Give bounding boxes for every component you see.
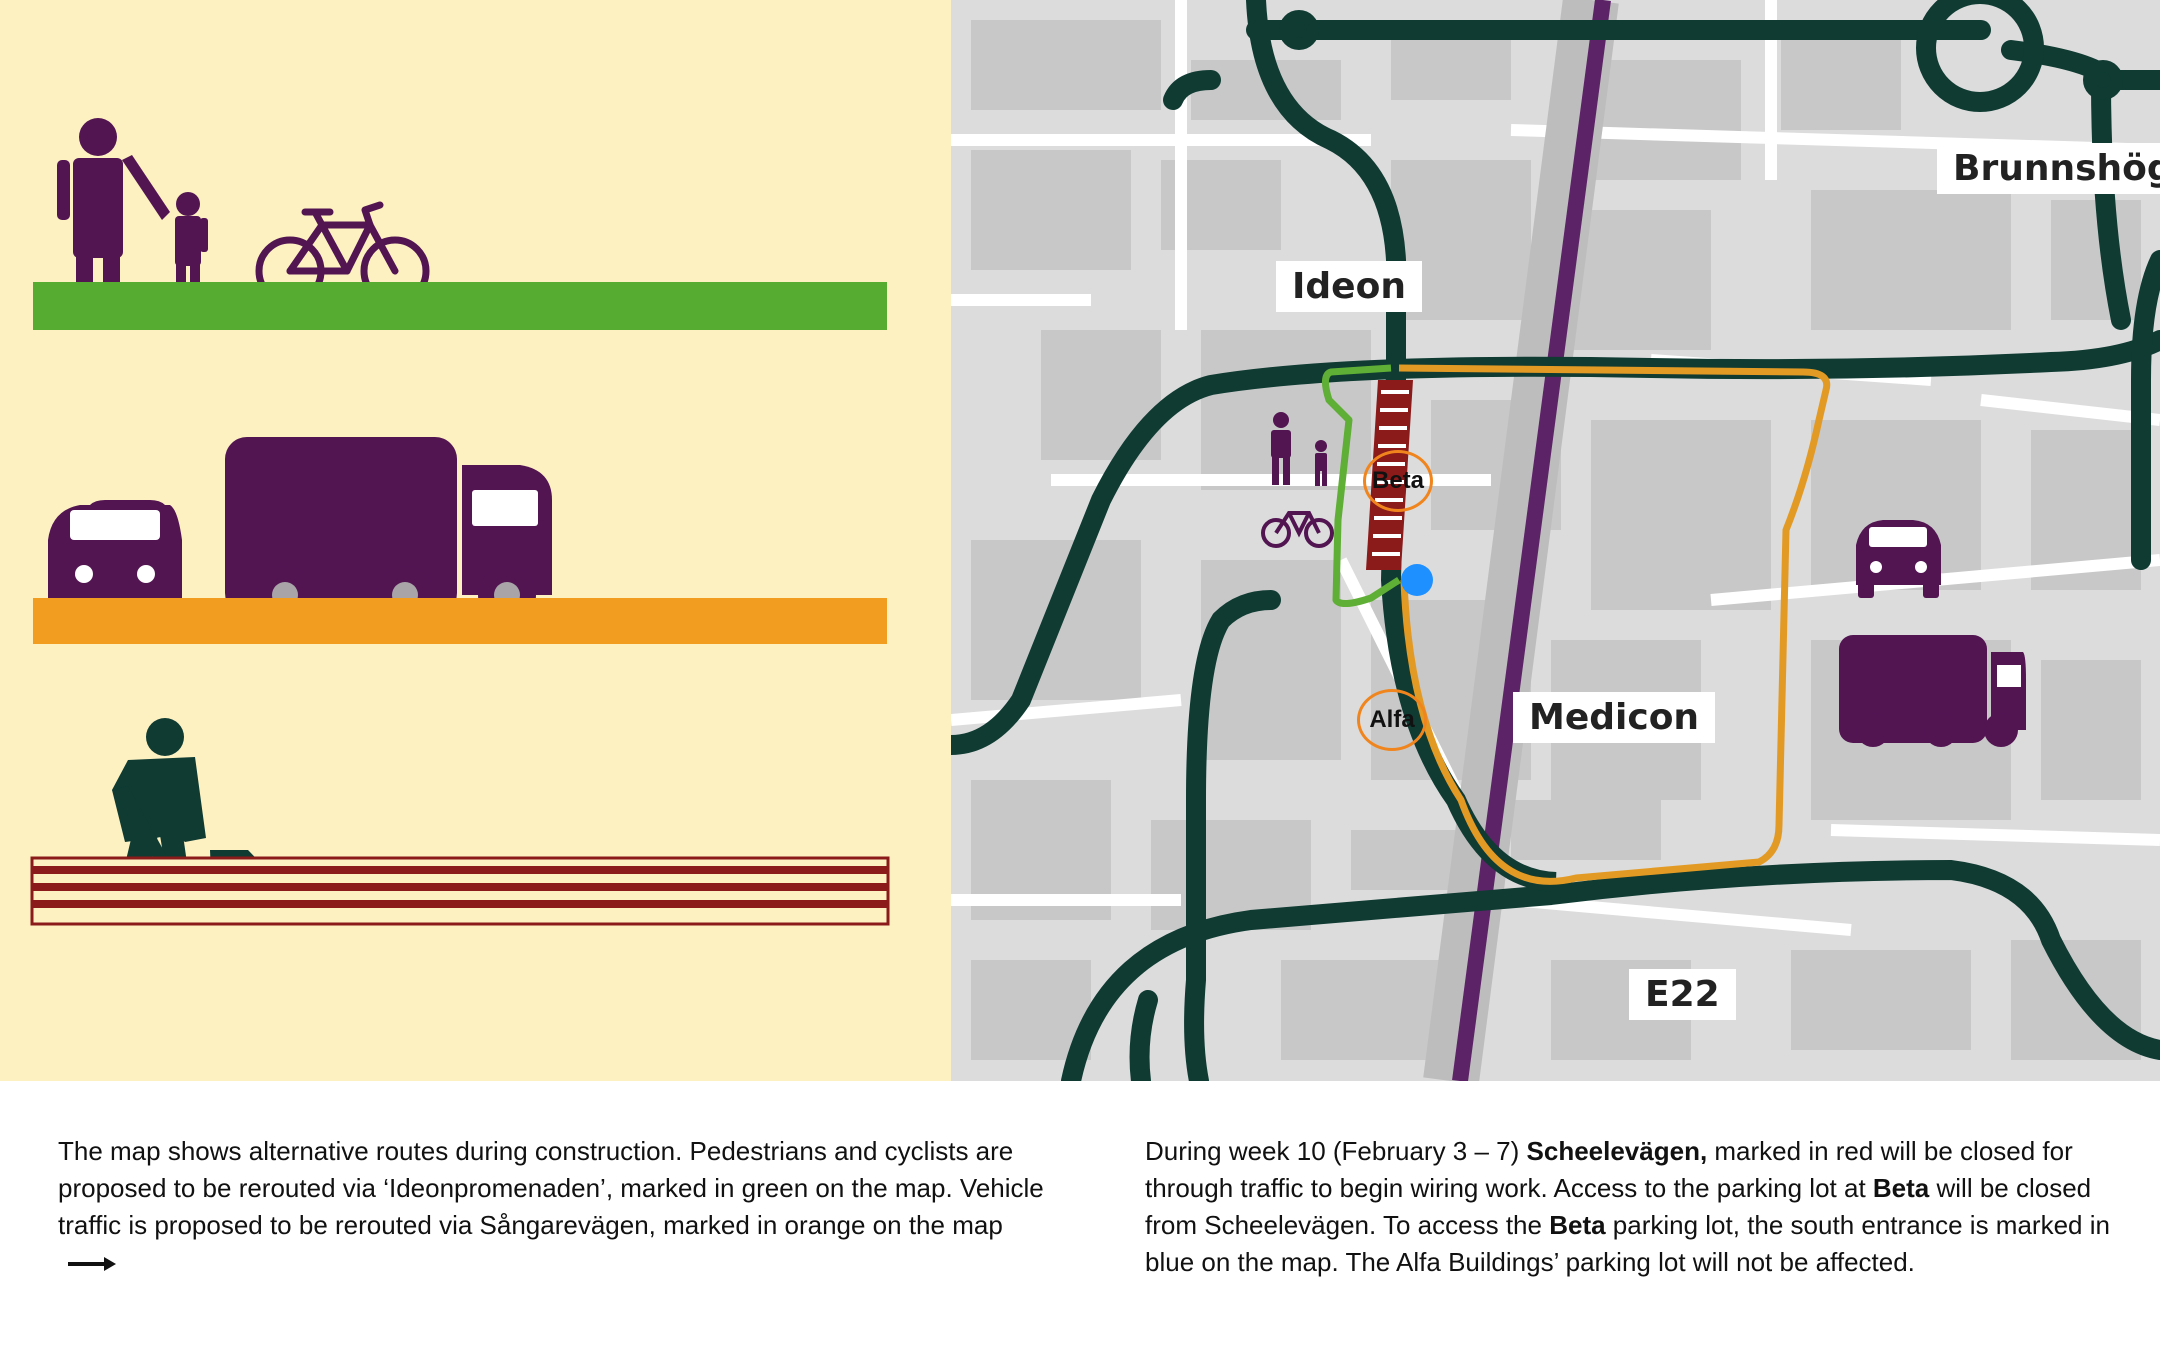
place-label-ideon: Ideon — [1276, 261, 1422, 313]
roundabout-north — [1916, 0, 2044, 112]
place-label-brunnshog: Brunnshög — [1937, 143, 2160, 195]
truck-icon — [225, 437, 552, 624]
parking-label-beta: Beta — [1363, 450, 1433, 512]
caption-right-part-3: will be closed from Scheelevägen. To acc… — [1145, 1173, 2092, 1240]
caption-right-beta-2: Beta — [1549, 1210, 1606, 1240]
vehicle-route-line — [33, 598, 887, 644]
arrow-right-icon — [68, 1257, 116, 1272]
caption-right-part-4: parking lot, the south entrance is marke… — [1145, 1210, 2110, 1277]
map-bicycle-icon — [1261, 511, 1334, 548]
roundabout-northeast — [2083, 60, 2123, 100]
closed-road-line — [30, 856, 890, 926]
caption-right-beta-1: Beta — [1872, 1173, 1930, 1203]
legend-graphic — [30, 118, 890, 926]
beta-south-entrance-marker — [1401, 564, 1433, 596]
caption-left-text: The map shows alternative routes during … — [58, 1136, 1044, 1240]
pedestrian-route-line — [33, 282, 887, 330]
map-car-icon — [1856, 520, 1941, 598]
caption-right-road-name: Scheelevägen, — [1526, 1136, 1708, 1166]
place-label-e22: E22 — [1629, 969, 1736, 1021]
roundabout-west — [1279, 10, 1319, 50]
caption-left: The map shows alternative routes during … — [58, 1133, 1048, 1281]
legend-panel — [0, 0, 951, 1081]
caption-right-part-1: During week 10 (February 3 – 7) — [1145, 1136, 1527, 1166]
map-pedestrian-icon — [1271, 412, 1327, 486]
map-truck-icon — [1839, 635, 2026, 747]
pedestrian-adult-child-icon — [57, 118, 208, 306]
vehicle-detour-route — [1398, 364, 1831, 885]
caption-right: During week 10 (February 3 – 7) Scheelev… — [1145, 1133, 2135, 1281]
caption-right-part-2: marked in red will be closed for through… — [1145, 1136, 2073, 1203]
map-panel: Ideon Brunnshög Medicon E22 Beta Alfa — [951, 0, 2160, 1081]
parking-label-alfa: Alfa — [1357, 689, 1427, 751]
pedestrian-detour-route — [1322, 364, 1401, 607]
place-label-medicon: Medicon — [1513, 692, 1716, 744]
